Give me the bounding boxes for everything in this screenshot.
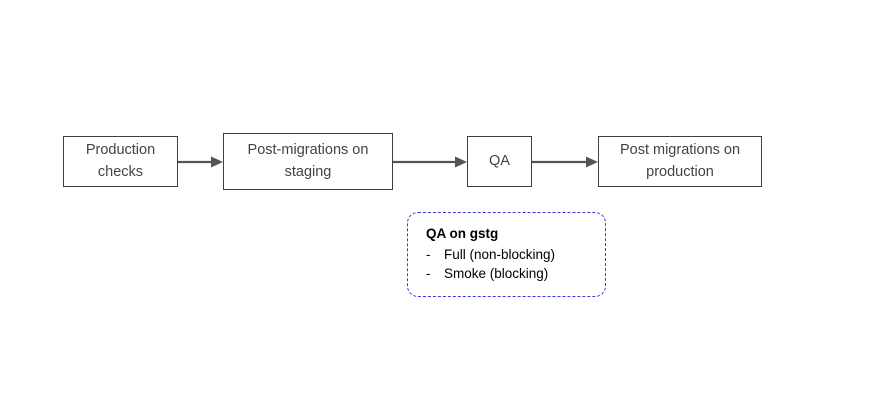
arrow-staging-to-qa [393,155,467,169]
node-label: Production checks [85,142,156,180]
node-label: QA [489,152,510,169]
node-label: Post-migrations on staging [247,142,369,180]
callout-qa-on-gstg: QA on gstg - Full (non-blocking) - Smoke… [407,212,606,297]
callout-title: QA on gstg [426,226,499,241]
bullet-marker: - [426,265,431,281]
node-qa[interactable]: QA [467,136,532,187]
arrow-qa-to-production [532,155,598,169]
list-item: - Smoke (blocking) [426,264,591,283]
node-post-migrations-staging[interactable]: Post-migrations on staging [223,133,393,190]
node-label: Post migrations on production [619,142,741,180]
bullet-marker: - [426,246,431,262]
node-production-checks[interactable]: Production checks [63,136,178,187]
callout-list: - Full (non-blocking) - Smoke (blocking) [426,245,591,283]
list-item-label: Smoke (blocking) [444,265,549,281]
list-item: - Full (non-blocking) [426,245,591,264]
node-post-migrations-production[interactable]: Post migrations on production [598,136,762,187]
arrow-production-checks-to-staging [178,155,223,169]
list-item-label: Full (non-blocking) [444,246,556,262]
